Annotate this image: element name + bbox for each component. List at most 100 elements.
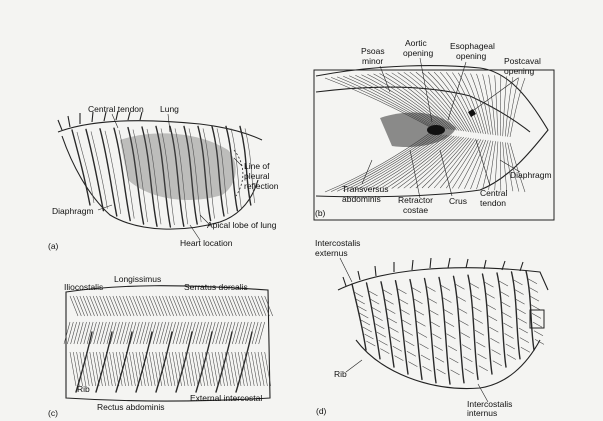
panel-a-rib <box>155 125 172 228</box>
panel-d-intercostal-fibre <box>471 294 481 301</box>
panel-b-fibre <box>502 76 508 137</box>
panel-c-fibre <box>244 295 254 317</box>
panel-a: Central tendon Lung Line of pleural refl… <box>48 104 279 251</box>
panel-c-fibre <box>218 295 227 317</box>
panel-c-ribs <box>75 331 253 393</box>
panel-b-fibre <box>427 71 472 133</box>
panel-a-spinous-processes <box>57 110 143 131</box>
panel-c-fibre <box>122 351 130 387</box>
panel-c-fibre <box>162 351 169 387</box>
panel-c-fibre <box>195 351 202 387</box>
panel-c-fibre <box>235 321 242 345</box>
panel-b-fibre <box>403 136 462 189</box>
panel-d-intercostal-fibre <box>528 287 539 293</box>
panel-d-intercostal-fibre <box>518 327 528 334</box>
panel-d-intercostal-fibre <box>430 321 440 328</box>
panel-c-fibre <box>73 321 81 345</box>
panel-b-leaders <box>361 57 521 199</box>
panel-b-fibre <box>421 137 470 189</box>
panel-b-aortic-label-1: Aortic <box>405 38 427 48</box>
panel-c-fibre <box>116 321 124 345</box>
panel-b-esophageal-label-2: opening <box>456 51 487 61</box>
panel-a-rib <box>169 125 185 227</box>
panel-a-pleural-label-3: reflection <box>244 181 279 191</box>
panel-d-intercostal-fibre <box>390 336 401 343</box>
panel-a-rib <box>85 128 105 212</box>
panel-b-postcaval-label-1: Postcaval <box>504 56 541 66</box>
panel-c-fibre <box>109 295 118 317</box>
panel-d-intercostal-fibre <box>371 307 382 313</box>
panel-c-fibre <box>129 321 137 345</box>
panel-c-fibre <box>261 351 268 387</box>
panel-d-intercostal-fibre <box>519 337 530 343</box>
panel-c-fibre <box>247 295 257 317</box>
panel-a-central-tendon-label: Central tendon <box>88 104 144 114</box>
panel-c-fibre <box>225 321 232 345</box>
panel-d-intercostal-fibre <box>406 350 417 357</box>
panel-b-fibre <box>464 139 487 189</box>
panel-d-intercostal-fibre <box>364 333 374 340</box>
panel-b-fibre <box>445 72 479 134</box>
panel-c-fibre <box>106 351 113 387</box>
panel-c-fibre <box>80 321 87 345</box>
panel-c-fibre <box>148 351 156 387</box>
panel-c-fibre <box>208 351 215 387</box>
panel-b-fibre <box>482 140 494 190</box>
panel-b-fibre <box>494 75 499 136</box>
panel-b-fibre <box>504 142 514 192</box>
panel-c-fibre <box>234 351 242 387</box>
panel-a-rib-edge <box>174 128 189 225</box>
panel-a-heart-location-label: Heart location <box>180 238 233 248</box>
panel-b-central-tendon-label-2: tendon <box>480 198 506 208</box>
panel-d: Intercostalis externus Rib Intercostalis… <box>315 238 549 418</box>
panel-b-fibre <box>391 72 457 131</box>
panel-d-leaders <box>339 257 489 403</box>
panel-b-crus <box>380 112 456 148</box>
panel-b-fibre <box>409 137 465 189</box>
panel-d-intercostal-fibre <box>392 345 402 352</box>
panel-a-rib-edge <box>244 128 256 204</box>
panel-b-fibre <box>494 141 499 191</box>
panel-c-fibre <box>136 321 143 345</box>
panel-a-rib-edge <box>104 130 122 215</box>
panel-d-intercostal-fibre <box>491 349 501 355</box>
panel-d-intercostal-fibre <box>370 298 380 305</box>
panel-d-intercostal-fibre <box>376 331 387 338</box>
panel-c-fibre <box>123 321 130 345</box>
panel-c-fibre <box>165 351 172 387</box>
panel-c-fibre <box>228 351 235 387</box>
panel-c-fibre <box>215 321 223 345</box>
panel-c-fibre <box>254 351 262 387</box>
panel-d-intercostal-fibre <box>384 298 394 305</box>
panel-d-intercostal-fibre <box>532 321 543 328</box>
panel-c-fibre <box>251 321 259 345</box>
panel-d-intercostal-fibre <box>357 305 367 312</box>
panel-b-fibre <box>433 71 474 133</box>
panel-c-fibre <box>232 321 239 345</box>
panel-c-muscle-hatching <box>63 295 273 387</box>
panel-c-fibre <box>69 351 77 387</box>
panel-c-fibre <box>142 351 149 387</box>
panel-b-esophageal-label-1: Esophageal <box>450 41 495 51</box>
panel-c-rectus-label: Rectus abdominis <box>97 402 165 412</box>
panel-d-intercostal-fibre <box>473 318 483 324</box>
panel-d-intercostal-fibre <box>504 333 514 339</box>
panel-c-fibre <box>201 295 211 317</box>
panel-c-fibre <box>241 351 248 387</box>
panel-d-intercostal-fibre <box>443 309 453 315</box>
panel-c-fibre <box>251 351 258 387</box>
panel-c-external-intercostal-label: External intercostal <box>190 393 262 403</box>
panel-b-fibre <box>379 135 452 190</box>
panel-b-fibre <box>488 141 496 190</box>
panel-c-fibre <box>125 351 133 387</box>
panel-d-intercostal-fibre <box>422 365 432 372</box>
panel-a-pleural-label-1: Line of <box>244 161 270 171</box>
panel-d-intercostal-fibre <box>436 368 446 375</box>
panel-b-fibre <box>458 72 484 134</box>
panel-c-fibre <box>202 321 209 345</box>
panel-c-fibre <box>99 295 108 317</box>
panel-b-fibre <box>500 75 502 136</box>
panel-d-intercostal-fibre <box>378 340 388 346</box>
panel-b-psoas-label-1: Psoas <box>361 46 385 56</box>
panel-c-fibre <box>90 321 97 345</box>
